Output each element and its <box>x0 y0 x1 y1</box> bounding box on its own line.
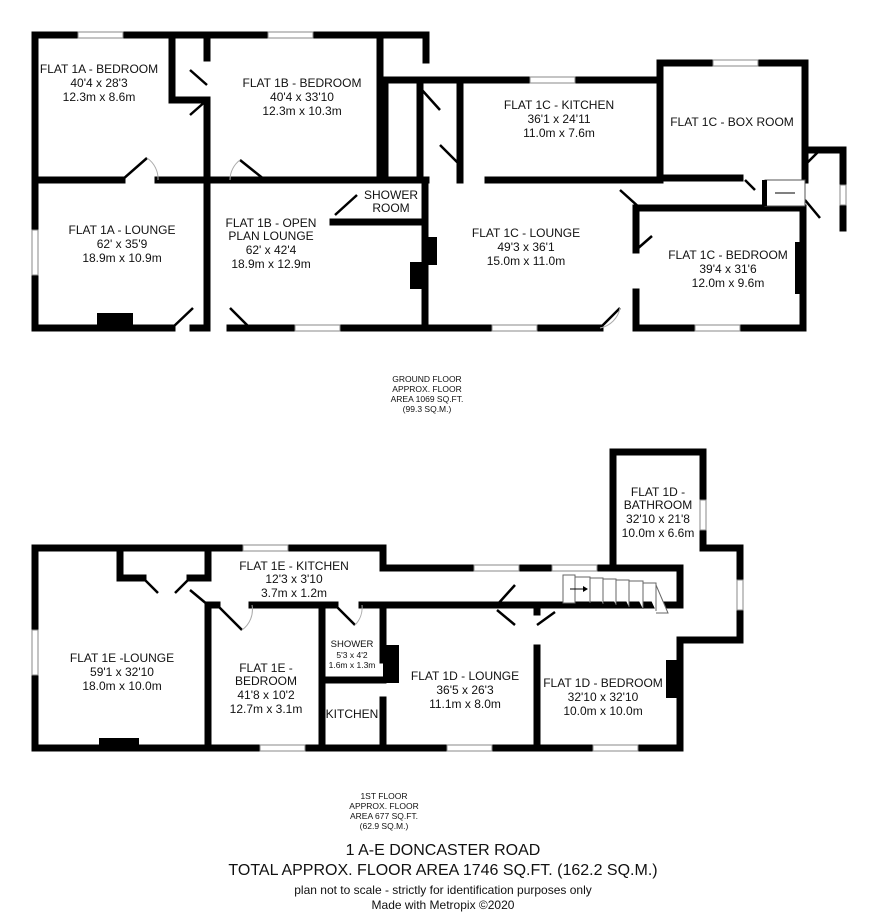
svg-text:62' x 35'9: 62' x 35'9 <box>97 237 148 251</box>
svg-text:59'1 x 32'10: 59'1 x 32'10 <box>90 665 154 679</box>
svg-text:FLAT 1E - KITCHEN: FLAT 1E - KITCHEN <box>239 559 349 573</box>
svg-text:PLAN LOUNGE: PLAN LOUNGE <box>228 229 313 243</box>
svg-text:40'4 x 28'3: 40'4 x 28'3 <box>70 76 128 90</box>
svg-text:FLAT 1E -LOUNGE: FLAT 1E -LOUNGE <box>70 651 174 665</box>
svg-text:5'3 x 4'2: 5'3 x 4'2 <box>336 650 367 660</box>
first-floor-doors <box>142 577 556 631</box>
svg-text:FLAT 1A - LOUNGE: FLAT 1A - LOUNGE <box>69 223 176 237</box>
room-label-kitchen: KITCHEN <box>326 707 379 721</box>
room-label-flat-1d-bedroom: FLAT 1D - BEDROOM 32'10 x 32'10 10.0m x … <box>543 676 663 718</box>
room-label-flat-1c-bedroom: FLAT 1C - BEDROOM 39'4 x 31'6 12.0m x 9.… <box>668 248 788 290</box>
svg-text:FLAT 1E -: FLAT 1E - <box>239 661 293 675</box>
svg-text:FLAT 1D - BEDROOM: FLAT 1D - BEDROOM <box>543 676 663 690</box>
svg-text:1ST FLOOR: 1ST FLOOR <box>360 791 407 801</box>
disclaimer: plan not to scale - strictly for identif… <box>294 883 592 897</box>
room-label-flat-1a-lounge: FLAT 1A - LOUNGE 62' x 35'9 18.9m x 10.9… <box>69 223 176 265</box>
svg-text:FLAT 1D - LOUNGE: FLAT 1D - LOUNGE <box>411 669 519 683</box>
svg-text:10.0m x 10.0m: 10.0m x 10.0m <box>563 704 642 718</box>
svg-text:APPROX. FLOOR: APPROX. FLOOR <box>349 801 418 811</box>
room-label-flat-1c-kitchen: FLAT 1C - KITCHEN 36'1 x 24'11 11.0m x 7… <box>504 98 614 140</box>
room-label-flat-1b-open-plan-lounge: FLAT 1B - OPEN PLAN LOUNGE 62' x 42'4 18… <box>226 216 317 271</box>
svg-text:41'8 x 10'2: 41'8 x 10'2 <box>237 688 295 702</box>
svg-text:12.0m x 9.6m: 12.0m x 9.6m <box>692 276 765 290</box>
ground-floor-walls <box>31 31 847 332</box>
svg-text:AREA 677 SQ.FT.: AREA 677 SQ.FT. <box>350 811 418 821</box>
svg-text:FLAT 1C - BOX ROOM: FLAT 1C - BOX ROOM <box>670 115 794 129</box>
first-floor-area-note: 1ST FLOOR APPROX. FLOOR AREA 677 SQ.FT. … <box>349 791 418 831</box>
address-title: 1 A-E DONCASTER ROAD <box>345 842 541 859</box>
credit: Made with Metropix ©2020 <box>371 898 515 912</box>
svg-text:(62.9 SQ.M.): (62.9 SQ.M.) <box>360 821 409 831</box>
svg-text:FLAT 1B - OPEN: FLAT 1B - OPEN <box>226 216 317 230</box>
svg-text:12'3 x 3'10: 12'3 x 3'10 <box>265 572 323 586</box>
svg-text:12.7m x 3.1m: 12.7m x 3.1m <box>230 702 303 716</box>
svg-text:18.9m x 12.9m: 18.9m x 12.9m <box>231 257 310 271</box>
svg-text:KITCHEN: KITCHEN <box>326 707 379 721</box>
svg-text:APPROX. FLOOR: APPROX. FLOOR <box>392 384 461 394</box>
svg-text:FLAT 1A - BEDROOM: FLAT 1A - BEDROOM <box>40 62 158 76</box>
svg-text:12.3m x 8.6m: 12.3m x 8.6m <box>63 90 136 104</box>
ground-floor-doors <box>121 69 821 329</box>
room-label-flat-1e-lounge: FLAT 1E -LOUNGE 59'1 x 32'10 18.0m x 10.… <box>70 651 174 693</box>
room-label-shower-room: SHOWER ROOM <box>364 188 418 215</box>
svg-text:36'5 x 26'3: 36'5 x 26'3 <box>436 683 494 697</box>
svg-text:40'4 x 33'10: 40'4 x 33'10 <box>270 90 334 104</box>
ground-floor-area-note: GROUND FLOOR APPROX. FLOOR AREA 1069 SQ.… <box>391 374 464 414</box>
svg-text:FLAT 1C - BEDROOM: FLAT 1C - BEDROOM <box>668 248 788 262</box>
total-floor-area: TOTAL APPROX. FLOOR AREA 1746 SQ.FT. (16… <box>228 862 658 879</box>
first-floor-stairs <box>562 574 669 614</box>
room-label-flat-1a-bedroom: FLAT 1A - BEDROOM 40'4 x 28'3 12.3m x 8.… <box>40 62 158 104</box>
svg-text:49'3 x 36'1: 49'3 x 36'1 <box>497 240 555 254</box>
svg-text:18.0m x 10.0m: 18.0m x 10.0m <box>82 679 161 693</box>
svg-text:10.0m x 6.6m: 10.0m x 6.6m <box>622 526 695 540</box>
svg-text:FLAT 1C - LOUNGE: FLAT 1C - LOUNGE <box>472 226 580 240</box>
svg-text:1.6m x 1.3m: 1.6m x 1.3m <box>329 660 376 670</box>
room-label-flat-1b-bedroom: FLAT 1B - BEDROOM 40'4 x 33'10 12.3m x 1… <box>243 76 362 118</box>
room-label-flat-1d-lounge: FLAT 1D - LOUNGE 36'5 x 26'3 11.1m x 8.0… <box>411 669 519 711</box>
svg-text:12.3m x 10.3m: 12.3m x 10.3m <box>262 104 341 118</box>
first-floor-chimney-breasts <box>99 645 680 748</box>
svg-text:18.9m x 10.9m: 18.9m x 10.9m <box>82 251 161 265</box>
svg-text:BEDROOM: BEDROOM <box>235 674 297 688</box>
ground-floor-stairs <box>762 179 806 207</box>
svg-text:11.0m x 7.6m: 11.0m x 7.6m <box>523 126 595 140</box>
svg-text:FLAT 1D -: FLAT 1D - <box>631 485 685 499</box>
svg-text:62' x 42'4: 62' x 42'4 <box>246 243 297 257</box>
ground-floor-windows <box>31 31 847 332</box>
svg-text:3.7m x 1.2m: 3.7m x 1.2m <box>261 586 327 600</box>
svg-text:39'4 x 31'6: 39'4 x 31'6 <box>699 262 757 276</box>
first-floor-windows <box>31 499 744 752</box>
ground-floor-chimney-breasts <box>97 237 805 328</box>
svg-text:32'10 x 21'8: 32'10 x 21'8 <box>626 512 690 526</box>
room-label-flat-1e-bedroom: FLAT 1E - BEDROOM 41'8 x 10'2 12.7m x 3.… <box>230 661 303 716</box>
svg-text:(99.3 SQ.M.): (99.3 SQ.M.) <box>403 404 452 414</box>
room-label-flat-1c-lounge: FLAT 1C - LOUNGE 49'3 x 36'1 15.0m x 11.… <box>472 226 580 268</box>
svg-text:ROOM: ROOM <box>372 201 409 215</box>
svg-text:SHOWER: SHOWER <box>364 188 418 202</box>
room-label-shower: SHOWER 5'3 x 4'2 1.6m x 1.3m <box>329 639 376 670</box>
svg-text:BATHROOM: BATHROOM <box>624 498 692 512</box>
svg-text:15.0m x 11.0m: 15.0m x 11.0m <box>487 254 565 268</box>
room-label-flat-1d-bathroom: FLAT 1D - BATHROOM 32'10 x 21'8 10.0m x … <box>622 485 695 540</box>
svg-text:11.1m x 8.0m: 11.1m x 8.0m <box>429 697 501 711</box>
svg-text:AREA 1069 SQ.FT.: AREA 1069 SQ.FT. <box>391 394 464 404</box>
svg-text:32'10 x 32'10: 32'10 x 32'10 <box>568 690 639 704</box>
svg-text:FLAT 1B - BEDROOM: FLAT 1B - BEDROOM <box>243 76 362 90</box>
svg-text:36'1 x 24'11: 36'1 x 24'11 <box>527 112 590 126</box>
room-label-flat-1e-kitchen: FLAT 1E - KITCHEN 12'3 x 3'10 3.7m x 1.2… <box>239 559 349 600</box>
svg-text:SHOWER: SHOWER <box>331 639 374 650</box>
room-label-flat-1c-box-room: FLAT 1C - BOX ROOM <box>670 115 794 129</box>
svg-text:GROUND FLOOR: GROUND FLOOR <box>392 374 461 384</box>
svg-text:FLAT 1C - KITCHEN: FLAT 1C - KITCHEN <box>504 98 614 112</box>
